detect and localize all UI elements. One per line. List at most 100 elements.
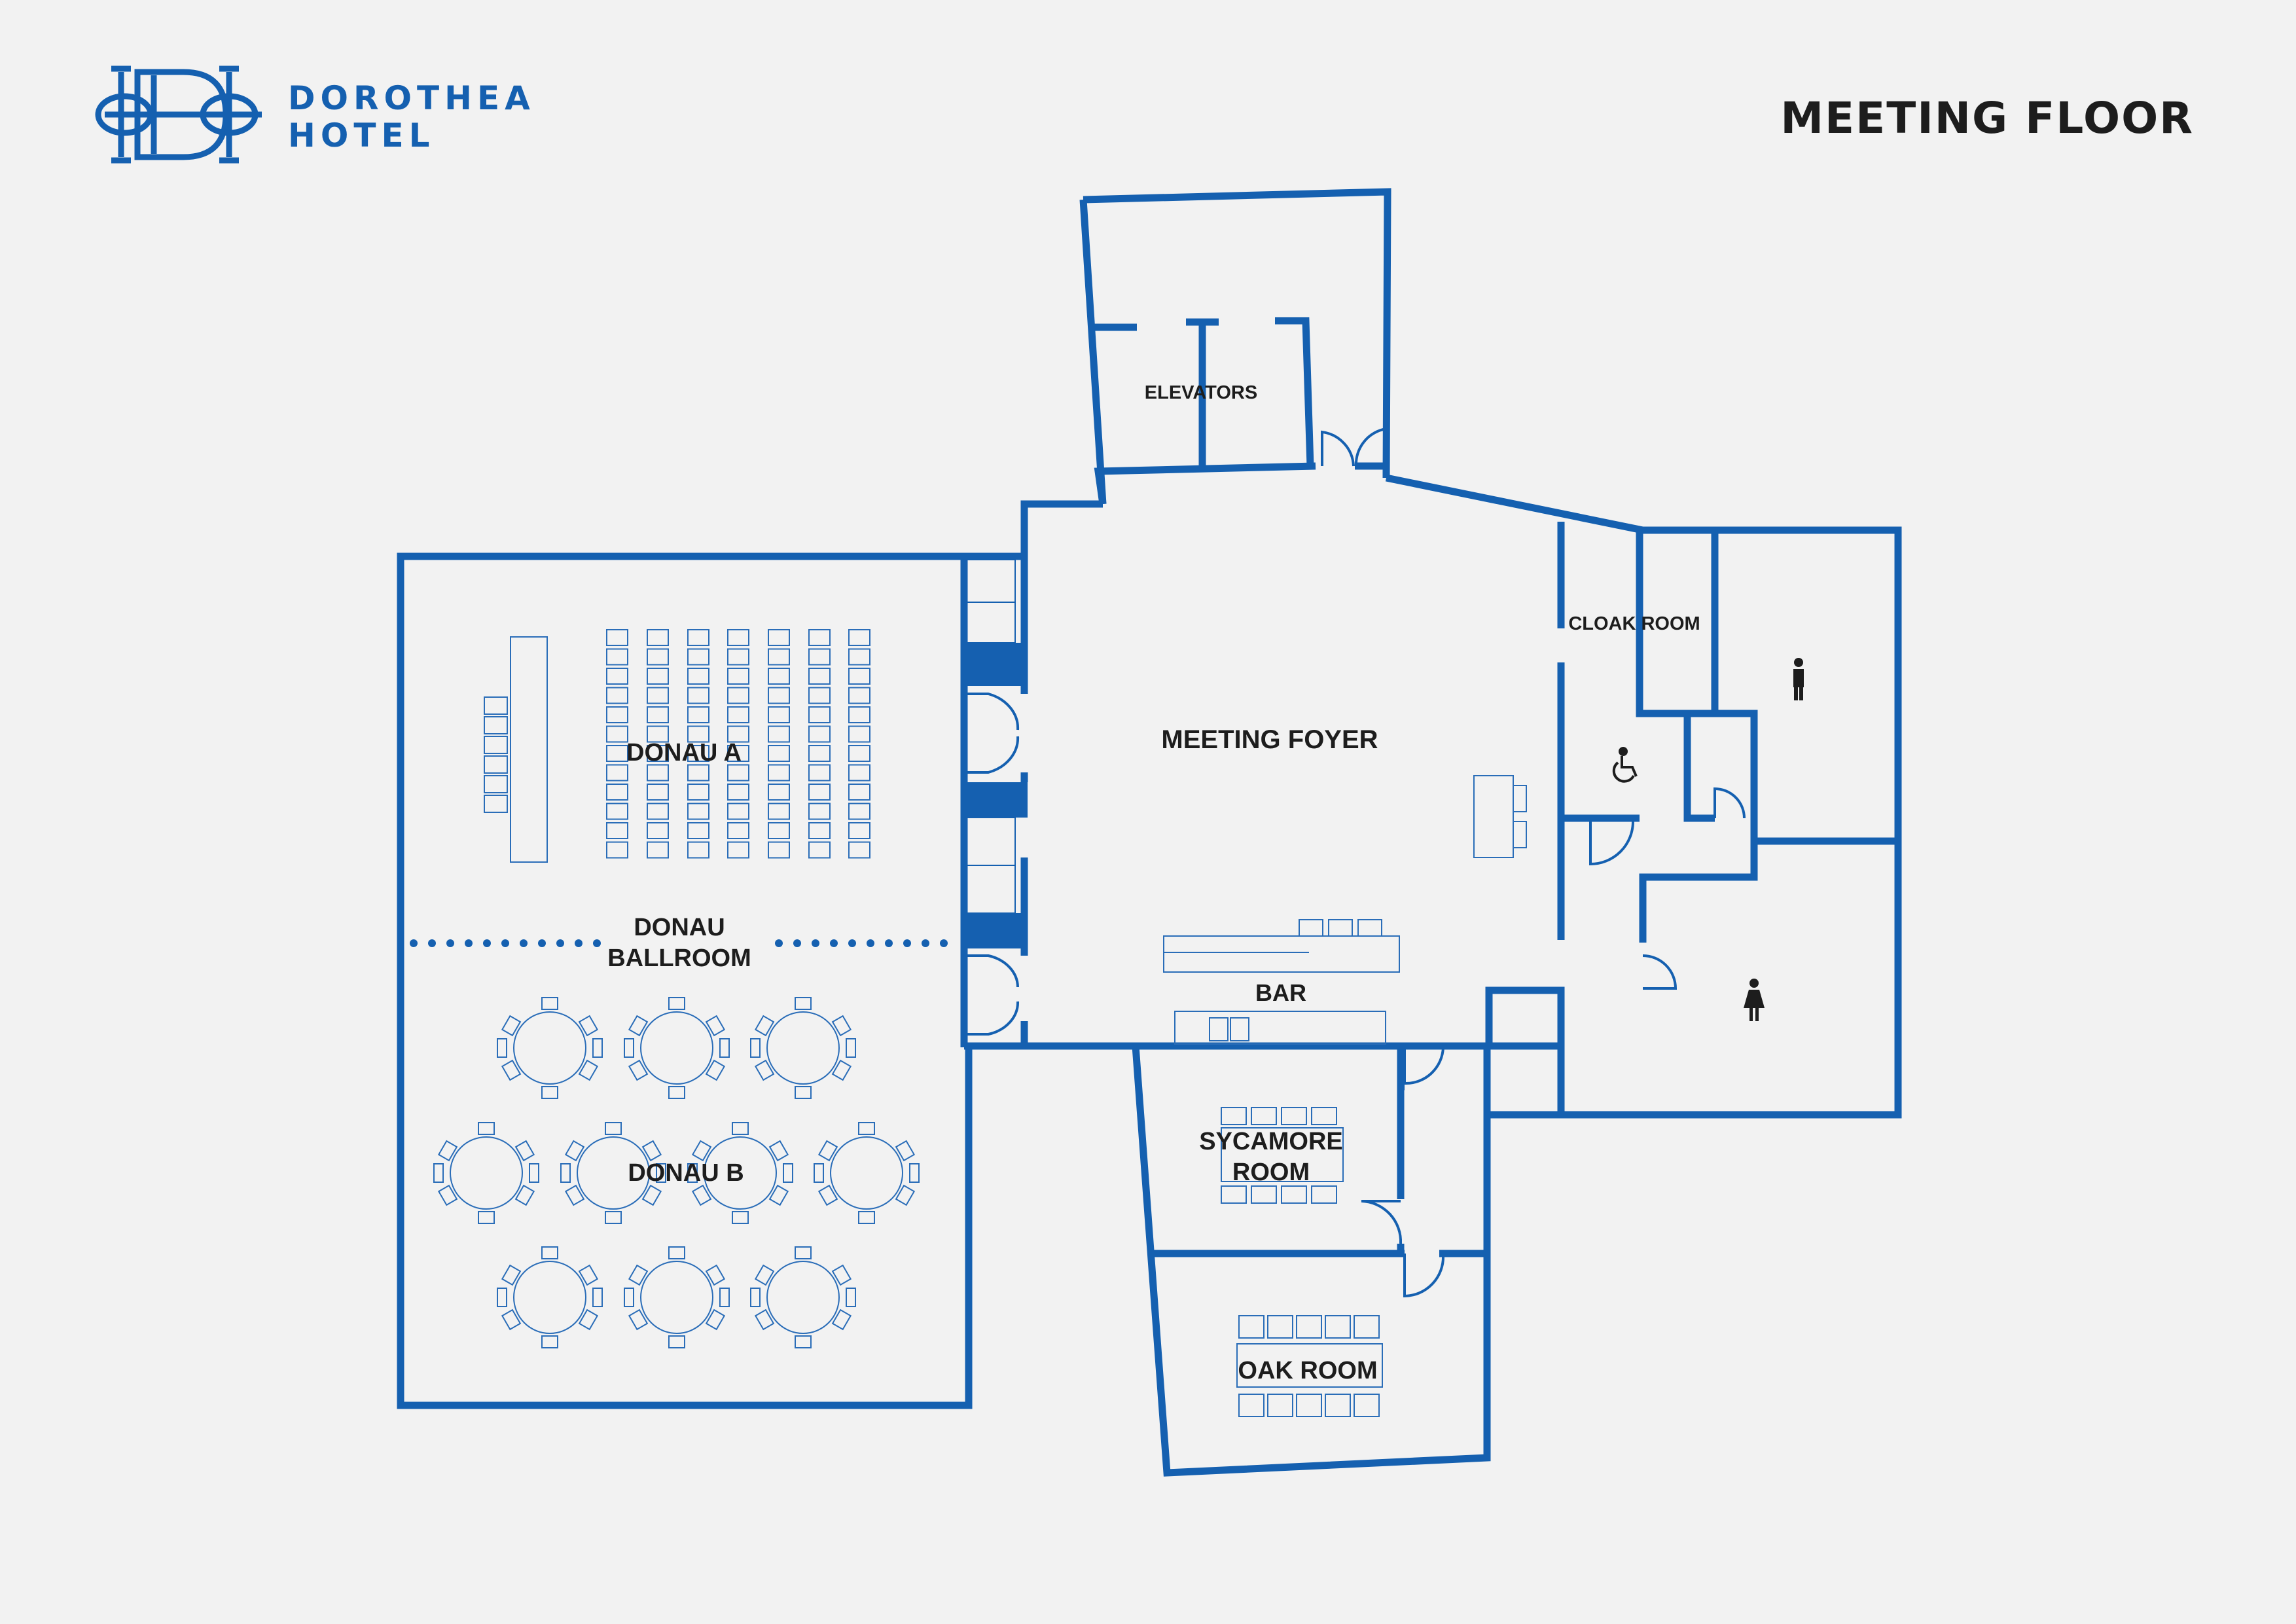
chair: [647, 668, 669, 685]
chair: [808, 687, 831, 704]
chair: [848, 629, 870, 646]
chair: [687, 803, 709, 820]
chair: [541, 997, 558, 1010]
chair: [1296, 1394, 1322, 1417]
chair: [783, 1163, 793, 1183]
chair: [687, 629, 709, 646]
chair: [1238, 1394, 1265, 1417]
chair: [606, 764, 628, 782]
label-cloak-room: CLOAK ROOM: [1568, 613, 1700, 634]
chair: [727, 687, 749, 704]
chair: [754, 1264, 775, 1286]
label-elevators: ELEVATORS: [1145, 382, 1257, 403]
chair: [727, 668, 749, 685]
chair: [641, 1140, 662, 1162]
brand-name-line2: HOTEL: [288, 117, 435, 154]
chair: [501, 1264, 522, 1286]
chair: [592, 1288, 603, 1307]
chair: [808, 745, 831, 762]
chair: [848, 687, 870, 704]
man-icon: [1793, 658, 1804, 700]
label-bar: BAR: [1255, 979, 1306, 1006]
round-table: [450, 1136, 523, 1210]
chair: [768, 687, 790, 704]
chair: [768, 706, 790, 723]
chair: [768, 822, 790, 839]
chair: [605, 1211, 622, 1224]
chair: [1325, 1315, 1351, 1339]
chair: [541, 1086, 558, 1099]
chair: [687, 745, 709, 762]
chair: [564, 1184, 585, 1206]
chair: [768, 725, 790, 743]
chair: [1281, 1185, 1307, 1204]
chair: [1267, 1394, 1293, 1417]
chair: [501, 1059, 522, 1081]
chair: [848, 745, 870, 762]
round-table: [830, 1136, 903, 1210]
chair: [768, 841, 790, 859]
chair: [808, 725, 831, 743]
chair: [647, 706, 669, 723]
chair: [1325, 1394, 1351, 1417]
chair: [848, 803, 870, 820]
chair: [687, 764, 709, 782]
chair: [647, 841, 669, 859]
chair: [727, 822, 749, 839]
wall-blocks: [962, 643, 1028, 948]
chair: [831, 1059, 852, 1081]
label-donau-ballroom-line2: BALLROOM: [607, 945, 751, 972]
chair: [668, 1086, 685, 1099]
chair: [514, 1184, 535, 1206]
brand-name-line1: DOROTHEA: [288, 79, 535, 117]
chair: [564, 1140, 585, 1162]
chair: [848, 706, 870, 723]
chair: [750, 1288, 761, 1307]
chair: [846, 1038, 856, 1058]
round-table: [577, 1136, 650, 1210]
chair: [1281, 1107, 1307, 1125]
chair: [727, 745, 749, 762]
chair: [808, 706, 831, 723]
chair: [606, 803, 628, 820]
chair: [750, 1038, 761, 1058]
chair: [795, 1086, 812, 1099]
chair: [909, 1163, 920, 1183]
chair: [691, 1140, 712, 1162]
chair: [808, 822, 831, 839]
chair: [687, 668, 709, 685]
chair: [808, 764, 831, 782]
chair: [768, 803, 790, 820]
chair: [606, 687, 628, 704]
chair: [687, 784, 709, 801]
chair: [895, 1184, 916, 1206]
chair: [808, 841, 831, 859]
hotel-logo: [95, 65, 262, 164]
glass-panels: [965, 559, 1016, 914]
chair: [647, 803, 669, 820]
chair: [687, 1163, 698, 1183]
chair: [808, 648, 831, 666]
chair: [768, 668, 790, 685]
chair: [848, 764, 870, 782]
chair: [768, 764, 790, 782]
chair: [628, 1308, 649, 1331]
chair: [858, 1122, 875, 1135]
chair: [560, 1163, 571, 1183]
chair: [541, 1246, 558, 1259]
chair: [578, 1264, 599, 1286]
chair: [848, 822, 870, 839]
chair: [1311, 1107, 1337, 1125]
chair: [768, 745, 790, 762]
chair: [727, 629, 749, 646]
chair: [732, 1122, 749, 1135]
label-donau-ballroom-line1: DONAU: [634, 914, 725, 941]
chair: [768, 629, 790, 646]
chair: [727, 648, 749, 666]
chair: [727, 706, 749, 723]
chair: [437, 1140, 458, 1162]
page-title: MEETING FLOOR: [1780, 93, 2194, 143]
round-table: [640, 1011, 713, 1085]
chair: [768, 1140, 789, 1162]
label-oak-room: OAK ROOM: [1238, 1357, 1377, 1384]
